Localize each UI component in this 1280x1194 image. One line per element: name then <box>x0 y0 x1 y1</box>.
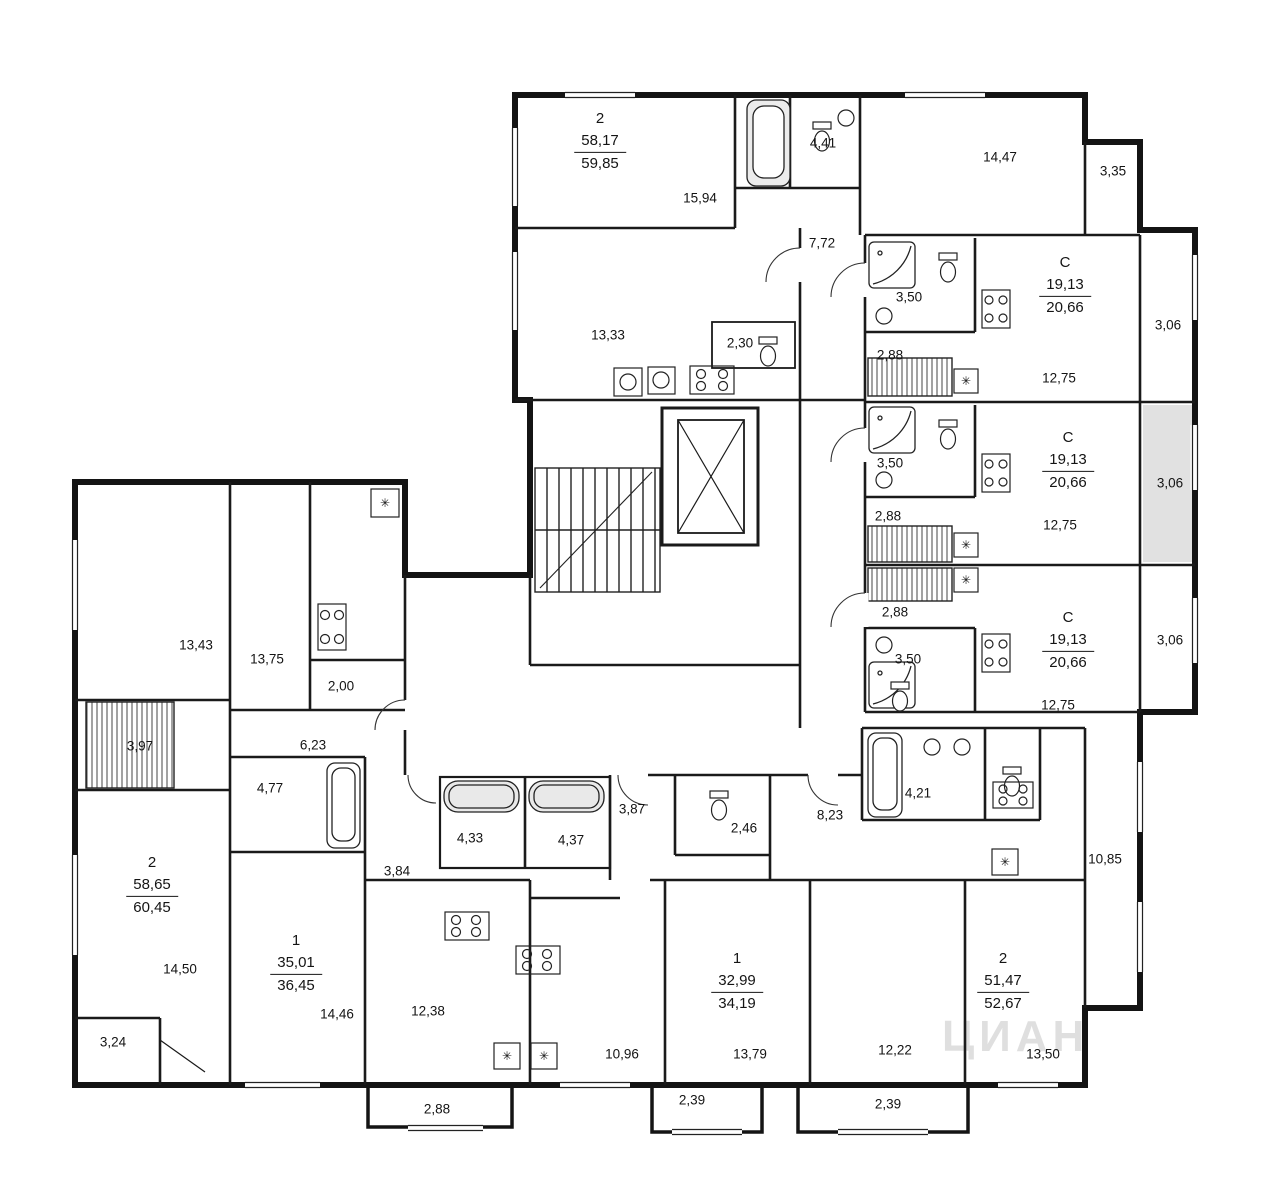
unit-rooms-count: С <box>1059 253 1071 271</box>
room-area-label: 3,97 <box>126 738 154 754</box>
windows <box>70 90 1200 1137</box>
room-area-label: 3,24 <box>99 1034 127 1050</box>
room-area-label: 3,50 <box>894 651 922 667</box>
room-area-label: 2,39 <box>678 1092 706 1108</box>
room-area-label: 13,50 <box>1026 1046 1060 1062</box>
room-area-label: 4,33 <box>456 830 484 846</box>
unit-rooms-count: 2 <box>595 109 605 127</box>
loggia-highlight <box>1143 405 1193 562</box>
room-area-label: 13,33 <box>591 327 625 343</box>
room-area-label: 3,06 <box>1154 317 1182 333</box>
room-area-label: 14,46 <box>320 1006 354 1022</box>
room-area-label: 14,47 <box>983 149 1017 165</box>
unit-rooms-count: 2 <box>998 949 1008 967</box>
unit-rooms-count: 1 <box>291 931 301 949</box>
room-area-label: 12,75 <box>1041 697 1075 713</box>
unit-label-studio-3: С 19,13 20,66 <box>1042 607 1094 673</box>
shaft-symbol: ✳ <box>538 1049 550 1063</box>
room-area-label: 12,75 <box>1043 517 1077 533</box>
unit-living-area: 19,13 <box>1042 629 1094 652</box>
cian-watermark: ЦИАН <box>942 1012 1090 1061</box>
unit-living-area: 58,65 <box>126 874 178 897</box>
room-area-label: 4,21 <box>904 785 932 801</box>
stairs-icon <box>534 467 661 593</box>
room-area-label: 13,43 <box>179 637 213 653</box>
room-area-label: 4,37 <box>557 832 585 848</box>
unit-rooms-count: 1 <box>732 949 742 967</box>
room-area-label: 13,75 <box>250 651 284 667</box>
unit-total-area: 36,45 <box>277 976 315 994</box>
bathtub-icons <box>326 99 903 849</box>
unit-living-area: 58,17 <box>574 130 626 153</box>
hatch-areas <box>85 357 953 789</box>
room-area-label: 2,39 <box>874 1096 902 1112</box>
unit-label-apt-2-right: 2 51,47 52,67 <box>977 948 1029 1014</box>
toilet-icons <box>709 121 1022 821</box>
room-area-label: 3,06 <box>1156 475 1184 491</box>
shower-icons <box>868 241 916 709</box>
stove-icons <box>317 289 1034 975</box>
room-area-label: 8,23 <box>816 807 844 823</box>
room-area-label: 3,84 <box>383 863 411 879</box>
room-area-label: 13,79 <box>733 1046 767 1062</box>
room-area-label: 3,87 <box>618 801 646 817</box>
room-area-label: 2,88 <box>874 508 902 524</box>
unit-total-area: 20,66 <box>1046 298 1084 316</box>
room-area-label: 2,88 <box>423 1101 451 1117</box>
interior-walls <box>75 95 1195 1085</box>
unit-total-area: 60,45 <box>133 898 171 916</box>
room-area-label: 10,96 <box>605 1046 639 1062</box>
shaft-symbol: ✳ <box>960 538 972 552</box>
room-area-label: 6,23 <box>299 737 327 753</box>
room-area-label: 7,72 <box>808 235 836 251</box>
unit-total-area: 34,19 <box>718 994 756 1012</box>
room-area-label: 4,77 <box>256 780 284 796</box>
elevator-icon <box>660 406 760 547</box>
unit-total-area: 20,66 <box>1049 653 1087 671</box>
unit-living-area: 35,01 <box>270 952 322 975</box>
unit-label-apt-2-left: 2 58,65 60,45 <box>126 852 178 918</box>
shaft-boxes <box>370 368 1019 1070</box>
room-area-label: 3,35 <box>1099 163 1127 179</box>
unit-rooms-count: С <box>1062 608 1074 626</box>
room-area-label: 2,00 <box>327 678 355 694</box>
unit-total-area: 52,67 <box>984 994 1022 1012</box>
room-area-label: 12,75 <box>1042 370 1076 386</box>
unit-label-studio-2: С 19,13 20,66 <box>1042 427 1094 493</box>
unit-living-area: 19,13 <box>1039 274 1091 297</box>
unit-living-area: 19,13 <box>1042 449 1094 472</box>
room-area-label: 14,50 <box>163 961 197 977</box>
room-area-label: 3,50 <box>876 455 904 471</box>
shaft-symbol: ✳ <box>999 855 1011 869</box>
unit-rooms-count: С <box>1062 428 1074 446</box>
room-area-label: 2,88 <box>876 347 904 363</box>
unit-label-apt-1-left: 1 35,01 36,45 <box>270 930 322 996</box>
door-openings <box>374 247 869 806</box>
unit-label-studio-1: С 19,13 20,66 <box>1039 252 1091 318</box>
unit-rooms-count: 2 <box>147 853 157 871</box>
unit-total-area: 59,85 <box>581 154 619 172</box>
unit-total-area: 20,66 <box>1049 473 1087 491</box>
shaft-symbol: ✳ <box>501 1049 513 1063</box>
sink-icons <box>613 109 971 756</box>
room-area-label: 4,41 <box>809 135 837 151</box>
room-area-label: 2,46 <box>730 820 758 836</box>
room-area-label: 15,94 <box>683 190 717 206</box>
room-area-label: 12,38 <box>411 1003 445 1019</box>
room-area-label: 12,22 <box>878 1042 912 1058</box>
room-area-label: 2,30 <box>726 335 754 351</box>
unit-label-apt-2-top: 2 58,17 59,85 <box>574 108 626 174</box>
shaft-symbol: ✳ <box>379 496 391 510</box>
shaft-symbol: ✳ <box>960 374 972 388</box>
room-area-label: 3,50 <box>895 289 923 305</box>
room-area-label: 2,88 <box>881 604 909 620</box>
unit-label-apt-1-right: 1 32,99 34,19 <box>711 948 763 1014</box>
unit-living-area: 32,99 <box>711 970 763 993</box>
room-area-label: 3,06 <box>1156 632 1184 648</box>
unit-living-area: 51,47 <box>977 970 1029 993</box>
room-area-label: 10,85 <box>1088 851 1122 867</box>
shaft-symbol: ✳ <box>960 573 972 587</box>
